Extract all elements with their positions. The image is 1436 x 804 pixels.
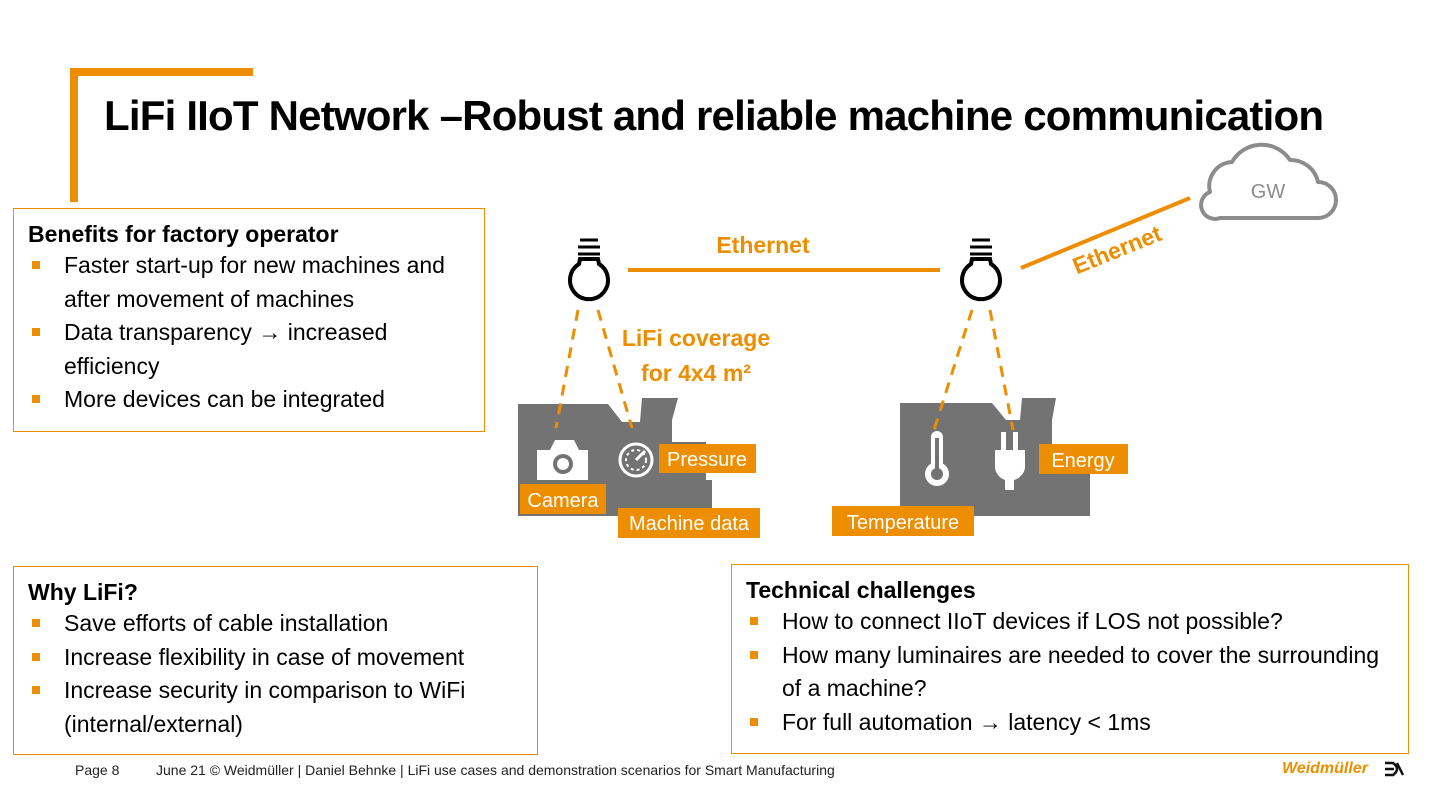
temperature-tag: Temperature — [832, 506, 974, 536]
gateway-label: GW — [1251, 181, 1286, 203]
technical-challenges-list: How to connect IIoT devices if LOS not p… — [746, 605, 1394, 739]
machine-data-tag: Machine data — [618, 508, 760, 538]
ethernet-label-1: Ethernet — [716, 232, 810, 258]
coverage-label-line1: LiFi coverage — [622, 325, 770, 351]
why-lifi-list: Save efforts of cable installation Incre… — [28, 607, 523, 741]
benefits-box: Benefits for factory operator Faster sta… — [13, 208, 485, 432]
pressure-label: Pressure — [667, 449, 747, 471]
list-item: How many luminaires are needed to cover … — [746, 639, 1394, 706]
lifi-cone-1 — [554, 309, 634, 429]
pressure-gauge-icon — [618, 442, 654, 478]
footer-info: June 21 © Weidmüller | Daniel Behnke | L… — [156, 762, 835, 778]
list-item: More devices can be integrated — [28, 383, 470, 417]
list-item: Increase flexibility in case of movement — [28, 641, 523, 675]
list-item: Faster start-up for new machines and aft… — [28, 249, 470, 316]
list-item: Save efforts of cable installation — [28, 607, 523, 641]
list-item: Data transparency → increased efficiency — [28, 316, 470, 383]
energy-label: Energy — [1051, 450, 1114, 472]
power-plug-icon — [995, 432, 1025, 490]
coverage-label-line2: for 4x4 m² — [641, 360, 751, 386]
lightbulb-icon — [568, 238, 610, 302]
list-item: For full automation → latency < 1ms — [746, 706, 1394, 740]
temperature-label: Temperature — [847, 512, 959, 534]
machine-data-label: Machine data — [629, 513, 750, 535]
weidmuller-logo-icon — [1385, 761, 1405, 777]
cloud-icon: GW — [1199, 142, 1338, 221]
camera-label: Camera — [527, 490, 599, 512]
technical-challenges-box: Technical challenges How to connect IIoT… — [731, 564, 1409, 754]
list-item: How to connect IIoT devices if LOS not p… — [746, 605, 1394, 639]
benefits-heading: Benefits for factory operator — [28, 221, 339, 247]
energy-tag: Energy — [1039, 444, 1128, 474]
ethernet-line-2 — [1020, 196, 1191, 270]
slide-title: LiFi IIoT Network –Robust and reliable m… — [104, 92, 1324, 139]
title-accent-horizontal — [70, 68, 253, 76]
pressure-tag: Pressure — [659, 444, 756, 473]
lifi-cone-2 — [932, 309, 1015, 431]
why-lifi-box: Why LiFi? Save efforts of cable installa… — [13, 566, 538, 755]
benefits-list: Faster start-up for new machines and aft… — [28, 249, 470, 417]
lightbulb-icon — [960, 238, 1002, 302]
thermometer-icon — [925, 431, 949, 486]
technical-challenges-heading: Technical challenges — [746, 577, 976, 603]
title-accent-vertical — [70, 68, 78, 202]
camera-icon — [537, 440, 588, 480]
list-item: Increase security in comparison to WiFi … — [28, 674, 523, 741]
company-logo: Weidmüller — [1282, 760, 1368, 777]
page-number: Page 8 — [75, 762, 120, 778]
why-lifi-heading: Why LiFi? — [28, 579, 138, 605]
camera-tag: Camera — [520, 484, 606, 514]
